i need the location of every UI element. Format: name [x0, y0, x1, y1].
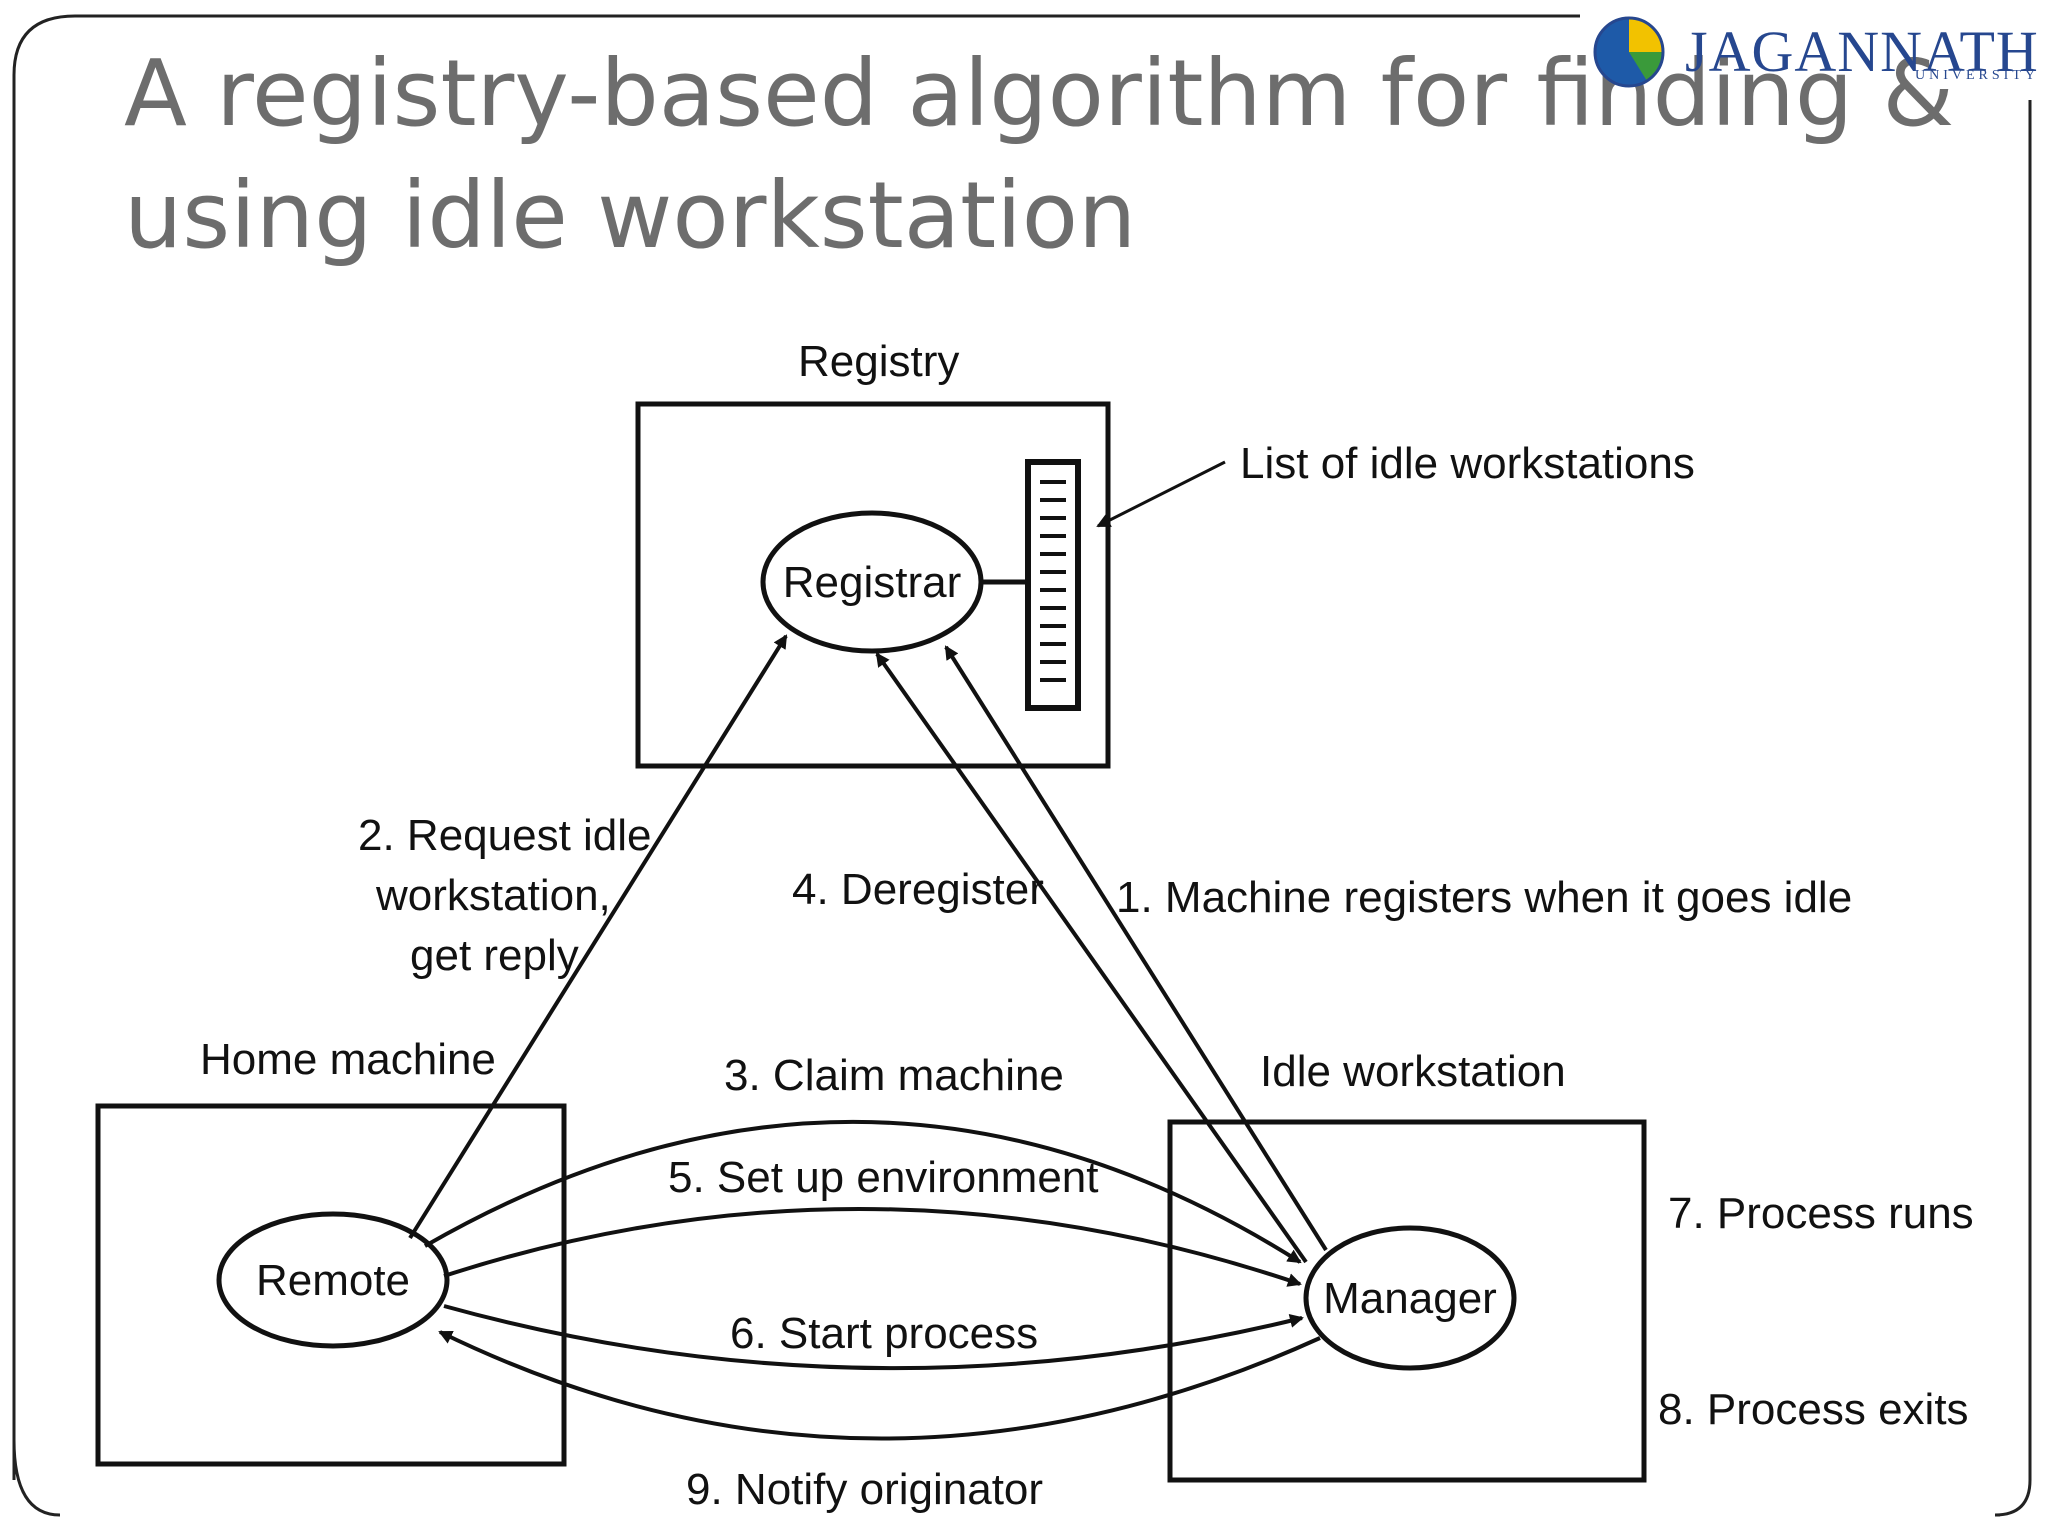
arrow-deregister [875, 652, 1308, 1264]
home-machine-label: Home machine [200, 1035, 496, 1084]
step-2-label-line-3: get reply [410, 931, 579, 980]
logo-wordmark: JAGANNATH [1685, 19, 2039, 84]
logo-subtitle: UNIVERSITY [1915, 68, 2039, 83]
step-5-label: 5. Set up environment [668, 1153, 1098, 1202]
arrow-request-idle [408, 634, 788, 1240]
step-4-label: 4. Deregister [792, 865, 1044, 914]
arrow-notify-originator [438, 1330, 1321, 1441]
manager-label: Manager [1323, 1274, 1497, 1323]
arrow-claim-machine [424, 1120, 1302, 1264]
remote-node [216, 1211, 450, 1349]
step-2-label-line-2: workstation, [375, 871, 611, 920]
idle-list-entries [1040, 480, 1066, 682]
step-8-label: 8. Process exits [1658, 1385, 1969, 1434]
slide-title-line-2: using idle workstation [124, 162, 1137, 269]
step-1-label: 1. Machine registers when it goes idle [1116, 873, 1852, 922]
idle-list [1025, 459, 1081, 711]
list-label: List of idle workstations [1240, 439, 1695, 488]
remote-label: Remote [256, 1256, 410, 1305]
globe-icon [1593, 16, 1665, 88]
university-logo: JAGANNATH UNIVERSITY [1585, 8, 2045, 98]
step-2-label-line-1: 2. Request idle [358, 811, 652, 860]
registry-box [635, 401, 1111, 769]
step-7-label: 7. Process runs [1668, 1189, 1974, 1238]
step-9-label: 9. Notify originator [686, 1465, 1043, 1514]
arrow-setup-environment [443, 1207, 1302, 1287]
home-machine-box [95, 1103, 567, 1467]
list-pointer-arrow [1096, 460, 1226, 528]
registrar-label: Registrar [783, 558, 962, 607]
arrow-machine-registers [944, 645, 1328, 1252]
step-6-label: 6. Start process [730, 1309, 1038, 1358]
registry-label: Registry [798, 337, 959, 386]
step-3-label: 3. Claim machine [724, 1051, 1064, 1100]
idle-workstation-label: Idle workstation [1260, 1047, 1566, 1096]
idle-workstation-box [1167, 1119, 1647, 1483]
arrow-start-process [443, 1304, 1304, 1371]
manager-node [1303, 1225, 1517, 1371]
